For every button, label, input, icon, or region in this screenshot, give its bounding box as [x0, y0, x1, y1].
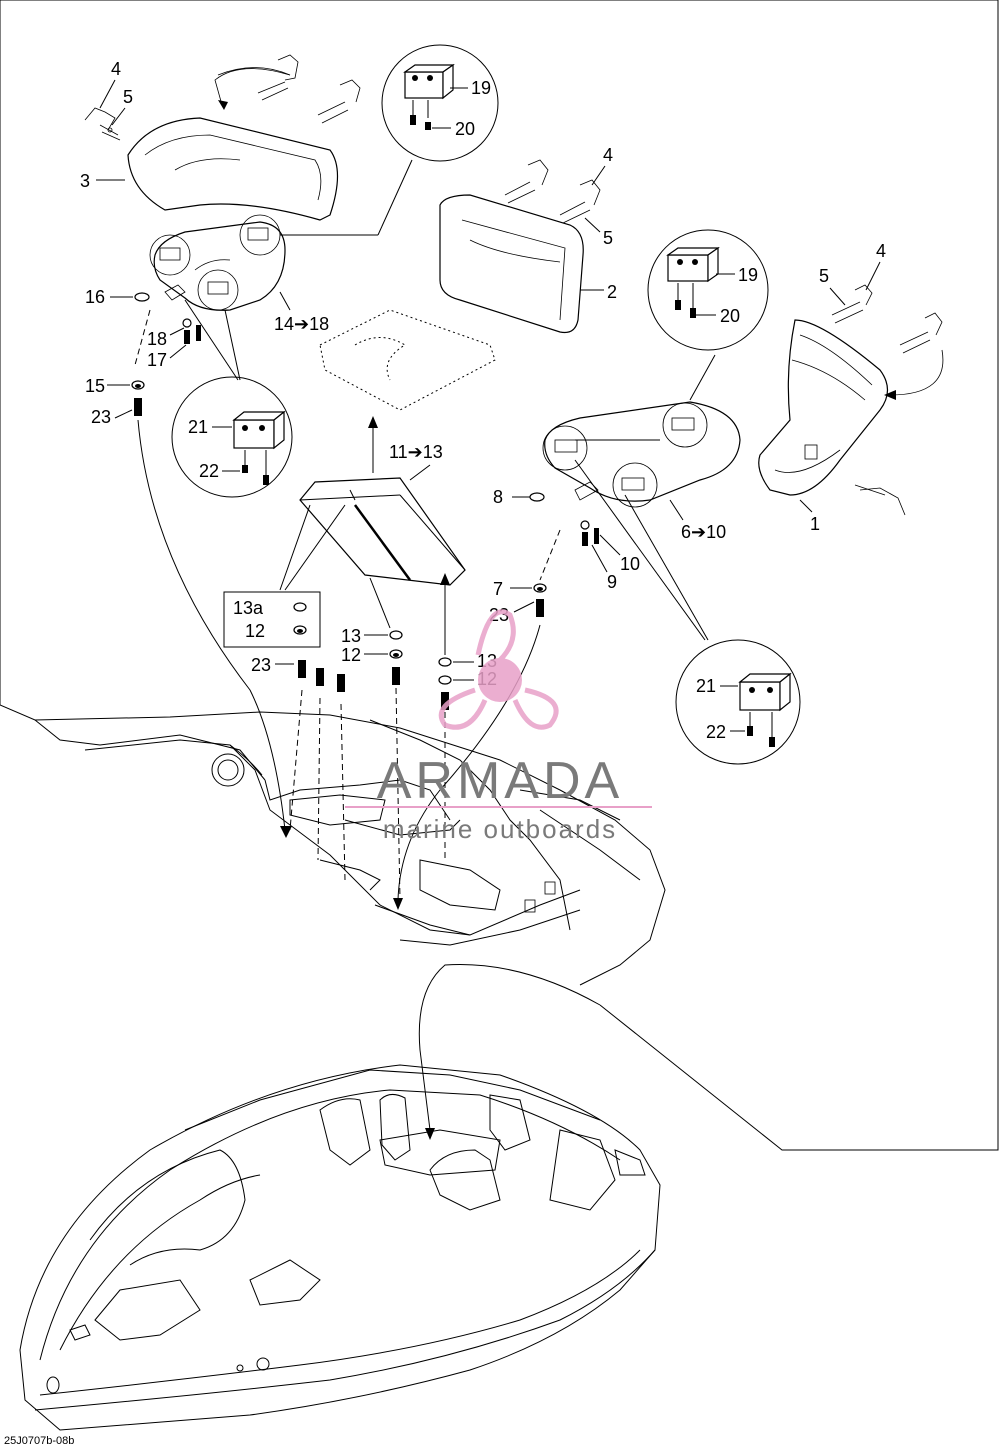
callout-20-a: 20: [455, 119, 475, 139]
callout-4-a: 4: [111, 59, 121, 79]
callout-22-a: 22: [199, 461, 219, 481]
callout-10: 10: [620, 554, 640, 574]
clip-bracket-group-right: [831, 284, 944, 516]
callout-19-b: 19: [738, 265, 758, 285]
hardware-center: [298, 630, 452, 710]
callout-9: 9: [607, 572, 617, 592]
detail-circle-21-22-right: [675, 639, 801, 765]
callout-13a: 13a: [233, 598, 264, 618]
watermark-brand: ARMADA: [377, 752, 623, 810]
clip-bracket-group-top: [214, 54, 361, 124]
callout-21-a: 21: [188, 417, 208, 437]
callout-6-10: 6➔10: [681, 522, 726, 542]
hardware-left: [131, 284, 201, 416]
callout-4-b: 4: [603, 145, 613, 165]
callout-22-b: 22: [706, 722, 726, 742]
callout-16: 16: [85, 287, 105, 307]
armada-logo-icon: [438, 609, 559, 730]
diagram-code: 25J0707b-08b: [4, 1435, 74, 1447]
clip-bracket-group-top-left: [84, 107, 121, 141]
callout-8: 8: [493, 487, 503, 507]
callout-5-a: 5: [123, 87, 133, 107]
callout-5-b: 5: [603, 228, 613, 248]
callout-18: 18: [147, 329, 167, 349]
callout-5-c: 5: [819, 266, 829, 286]
watermark-tagline: marine outboards: [383, 814, 617, 844]
frame-outline: [0, 0, 999, 1151]
callout-20-b: 20: [720, 306, 740, 326]
boat-overview: [19, 1064, 661, 1431]
callout-14-18: 14➔18: [274, 314, 329, 334]
detail-circle-19-20-top: [381, 44, 499, 162]
callout-7: 7: [493, 579, 503, 599]
assembly-arrows: [137, 419, 601, 1140]
detail-circle-21-22-left: [171, 299, 293, 498]
callout-23-a: 23: [91, 407, 111, 427]
clip-bracket-group-center: [504, 159, 601, 224]
callout-1: 1: [810, 514, 820, 534]
part-3-backrest: [127, 117, 339, 221]
part-11-storage-box: [299, 477, 466, 586]
part-11-cushion-outline: [319, 309, 496, 411]
callout-4-c: 4: [876, 241, 886, 261]
callout-3: 3: [80, 171, 90, 191]
hardware-right: [529, 481, 599, 617]
callout-13-b: 13: [341, 626, 361, 646]
part-1-backrest: [758, 319, 889, 496]
callout-labels: 1 2 3 4 5 4 5 4 5 6➔10 8 10 9 7 23 11➔13…: [80, 59, 886, 742]
callout-15: 15: [85, 376, 105, 396]
part-2-backrest: [439, 194, 584, 334]
callout-23-c: 23: [251, 655, 271, 675]
callout-12-b: 12: [341, 645, 361, 665]
callout-12-a: 12: [245, 621, 265, 641]
legend-box-13a-12: [223, 591, 321, 648]
detail-circle-19-20-right: [647, 229, 769, 351]
callout-17: 17: [147, 350, 167, 370]
callout-11-13: 11➔13: [389, 442, 443, 462]
boat-interior: [0, 704, 666, 986]
callout-2: 2: [607, 282, 617, 302]
part-14-seat: [149, 214, 286, 311]
callout-19-a: 19: [471, 78, 491, 98]
callout-21-b: 21: [696, 676, 716, 696]
part-6-seat: [542, 401, 741, 508]
